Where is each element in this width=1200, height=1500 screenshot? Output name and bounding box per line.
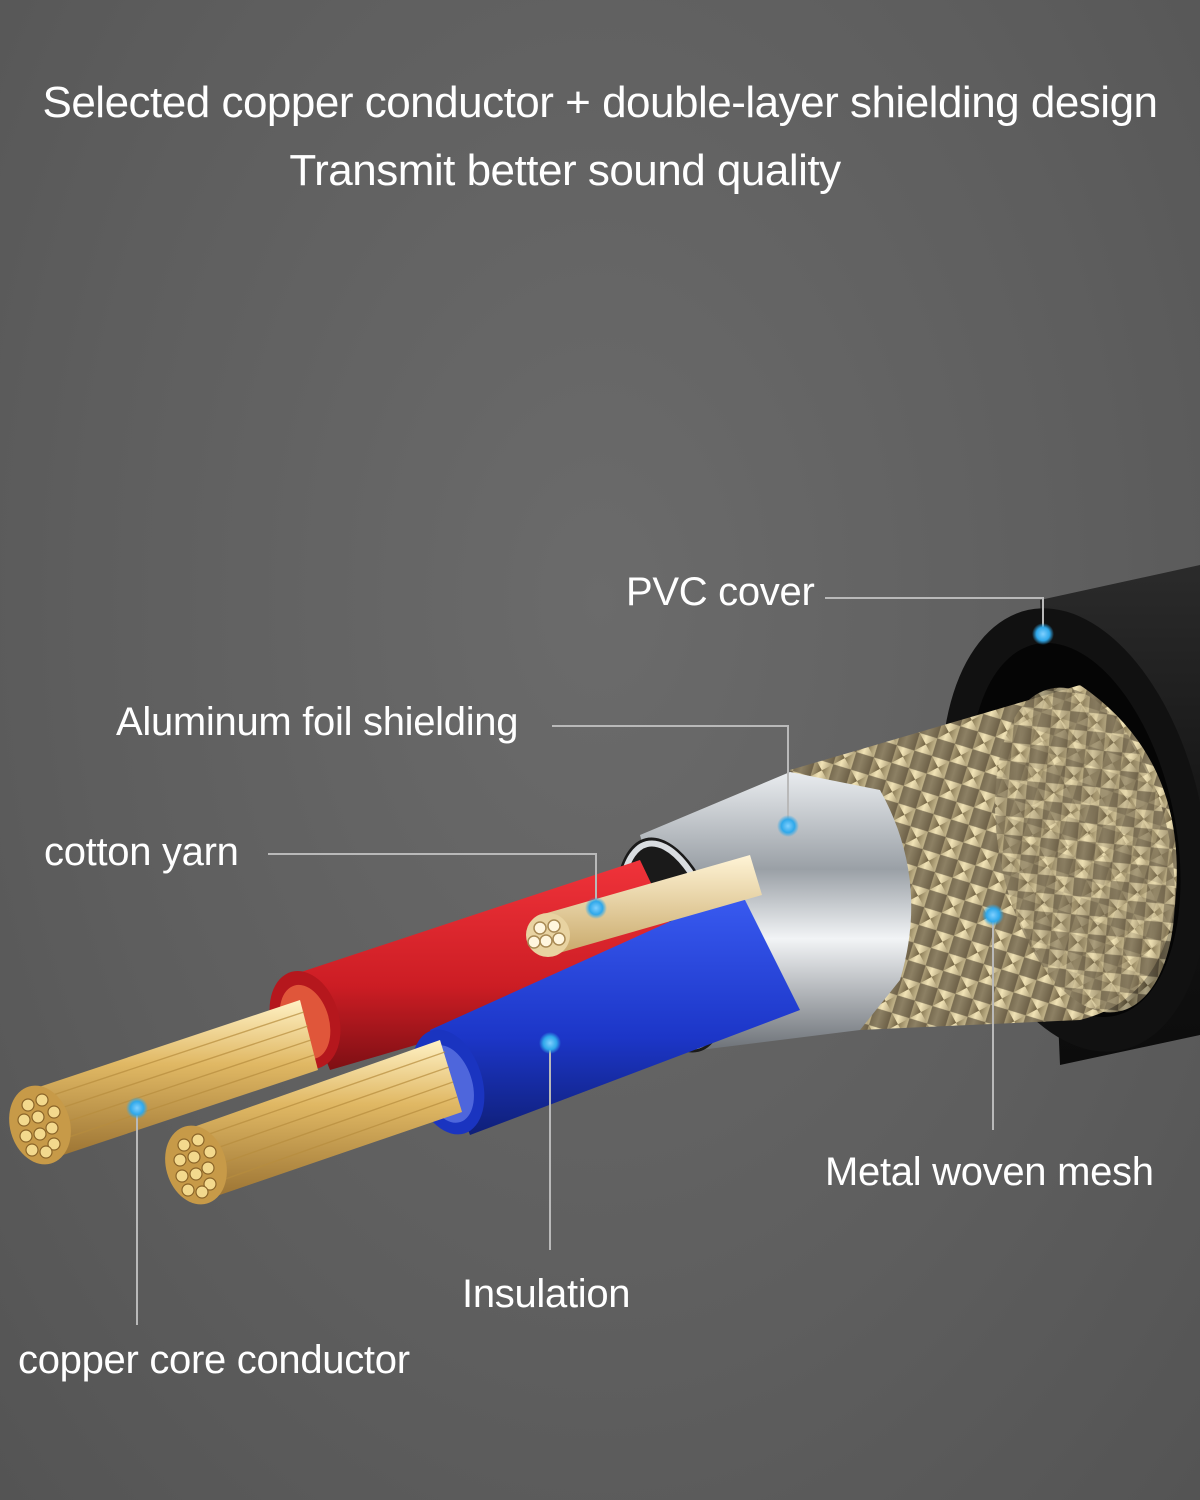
- marker-cotton-yarn: [585, 897, 607, 919]
- headline-line-2: Transmit better sound quality: [289, 146, 841, 195]
- cotton-yarn-bundle: [526, 855, 762, 957]
- leader-cotton-yarn: [268, 853, 597, 908]
- label-pvc-cover: PVC cover: [626, 570, 815, 614]
- leader-lines: [136, 597, 1044, 1325]
- label-insulation: Insulation: [462, 1272, 631, 1316]
- callout-markers: [126, 623, 1054, 1119]
- label-copper-core-conductor: copper core conductor: [18, 1338, 410, 1382]
- copper-conductor-right: [165, 1040, 462, 1205]
- leader-pvc-cover: [825, 597, 1044, 634]
- label-aluminum-foil-shielding: Aluminum foil shielding: [116, 700, 519, 744]
- marker-pvc-cover: [1032, 623, 1054, 645]
- marker-aluminum-foil: [777, 815, 799, 837]
- headline-line-1: Selected copper conductor + double-layer…: [42, 78, 1158, 127]
- marker-insulation: [539, 1032, 561, 1054]
- label-cotton-yarn: cotton yarn: [44, 830, 239, 874]
- copper-conductor-left: [9, 1000, 318, 1165]
- label-metal-woven-mesh: Metal woven mesh: [825, 1150, 1154, 1194]
- marker-copper-core: [126, 1097, 148, 1119]
- leader-aluminum-foil: [552, 725, 789, 826]
- marker-metal-mesh: [982, 904, 1004, 926]
